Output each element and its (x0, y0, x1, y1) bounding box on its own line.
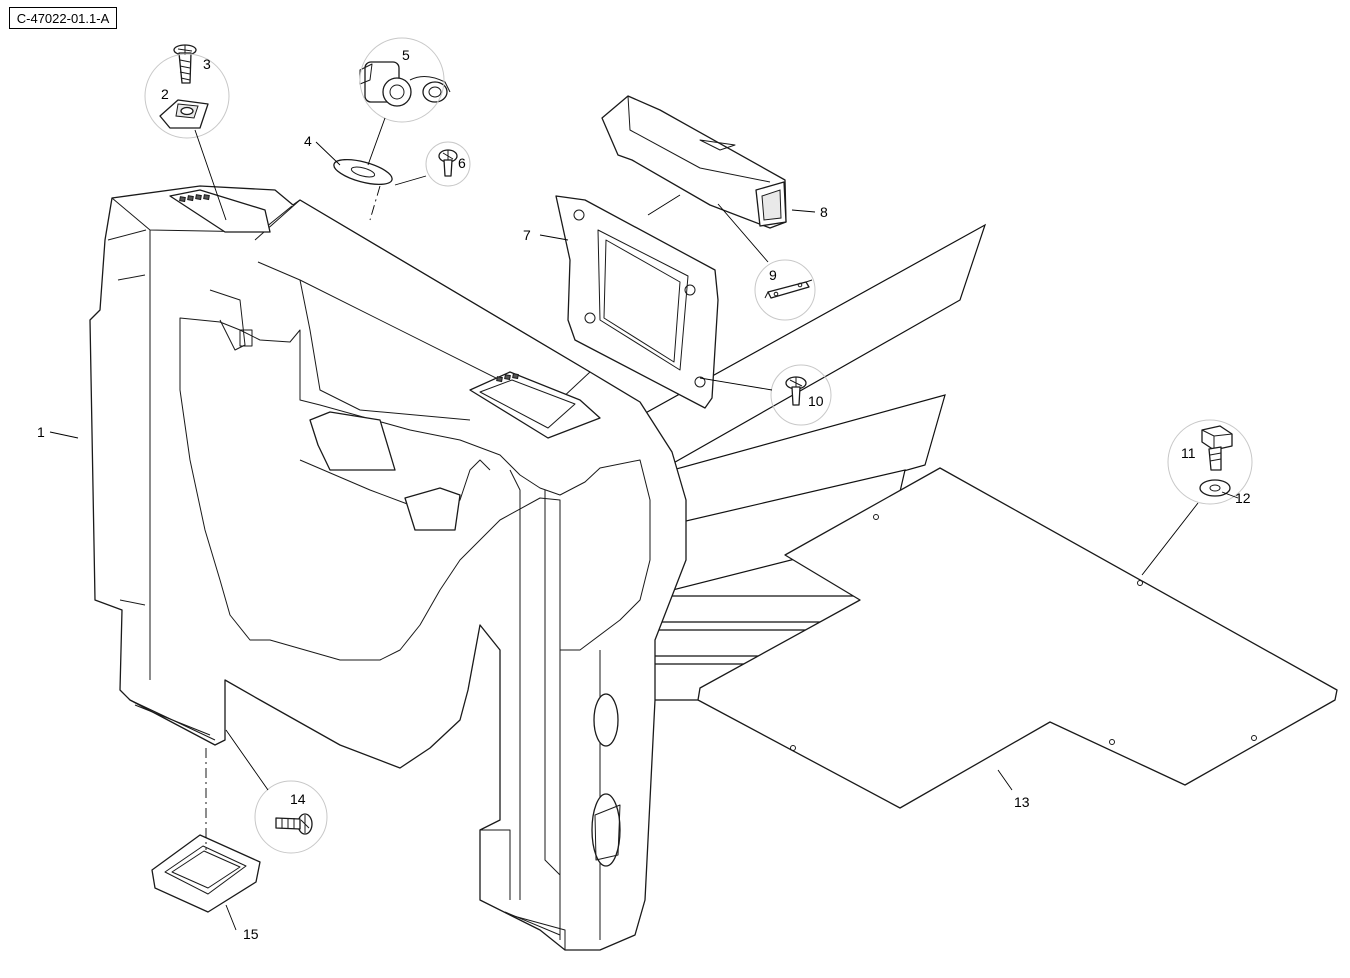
part-7-bezel-frame (555, 195, 719, 409)
callout-labels: 1 2 3 4 5 6 7 8 9 10 11 12 13 14 15 (37, 47, 1251, 942)
callout-2: 2 (161, 86, 169, 102)
part-11-bolt (1201, 425, 1233, 471)
callout-4: 4 (304, 133, 312, 149)
callout-12: 12 (1235, 490, 1251, 506)
part-15-grommet (151, 834, 261, 913)
part-1-side-trim-panel (89, 185, 687, 951)
callout-7: 7 (523, 227, 531, 243)
part-8-storage-cover (601, 95, 787, 229)
callout-5: 5 (402, 47, 410, 63)
detail-bubbles (144, 37, 1253, 854)
diagram-reference-code: C-47022-01.1-A (9, 7, 117, 29)
callout-9: 9 (769, 267, 777, 283)
part-3-screw (173, 44, 197, 84)
part-10-screw (785, 376, 807, 406)
callout-13: 13 (1014, 794, 1030, 810)
part-4-gasket (333, 158, 393, 186)
callout-15: 15 (243, 926, 259, 942)
callout-1: 1 (37, 424, 45, 440)
part-14-screw (275, 813, 313, 835)
callout-6: 6 (458, 155, 466, 171)
part-6-screw (438, 149, 458, 177)
callout-8: 8 (820, 204, 828, 220)
callout-3: 3 (203, 56, 211, 72)
callout-14: 14 (290, 791, 306, 807)
part-5-power-socket (359, 61, 451, 107)
part-9-clip (764, 279, 813, 299)
part-2-clip-nut (159, 99, 209, 129)
callout-11: 11 (1181, 445, 1196, 461)
callout-10: 10 (808, 393, 824, 409)
leader-lines (49, 117, 1239, 931)
part-13-floor-plate (697, 467, 1338, 809)
